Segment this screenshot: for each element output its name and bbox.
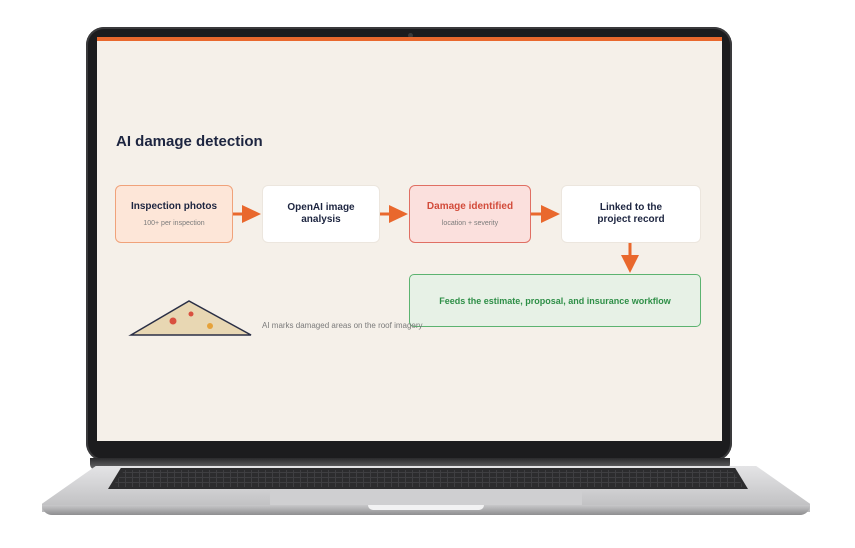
outcome-box: Feeds the estimate, proposal, and insura… (409, 274, 701, 327)
step-label: Inspection photos (130, 201, 218, 212)
roof-caption: AI marks damaged areas on the roof image… (262, 321, 423, 330)
laptop-notch (368, 505, 484, 510)
step-project-record: Linked to the project record (561, 185, 701, 243)
laptop-base-lip (42, 505, 810, 515)
accent-bar (97, 37, 722, 41)
step-label: Damage identified (426, 201, 514, 212)
step-image-analysis: OpenAI image analysis (262, 185, 380, 243)
camera-icon (408, 33, 413, 38)
step-sublabel: 100+ per inspection (143, 220, 205, 227)
arrow-right-icon (233, 205, 261, 223)
step-damage-identified: Damage identified location + severity (409, 185, 531, 243)
step-label: OpenAI image analysis (287, 202, 355, 225)
slide-title: AI damage detection (116, 133, 263, 150)
arrow-right-icon (380, 205, 408, 223)
arrow-down-icon (621, 243, 639, 273)
step-sublabel: location + severity (441, 220, 499, 227)
roof-damage-icon (128, 300, 252, 336)
flow-arrows (233, 205, 639, 273)
trackpad (270, 490, 582, 507)
keyboard-keys (112, 470, 744, 487)
laptop-screen: AI damage detection Inspection photos 10… (97, 37, 722, 441)
arrow-right-icon (531, 205, 560, 223)
step-inspection-photos: Inspection photos 100+ per inspection (115, 185, 233, 243)
outcome-label: Feeds the estimate, proposal, and insura… (439, 295, 671, 306)
step-label: Linked to the project record (597, 202, 665, 225)
